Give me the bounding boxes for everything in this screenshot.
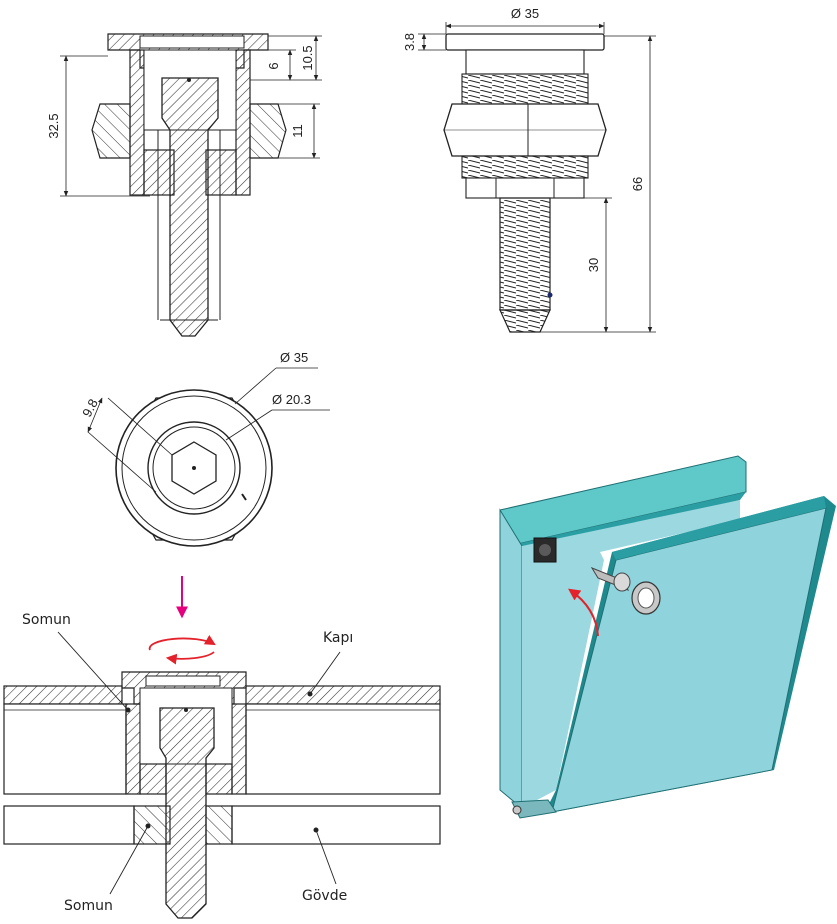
dim-total-length: 66: [630, 177, 645, 191]
panel-3d: [499, 455, 836, 819]
dim-recess-depth: 6: [266, 62, 281, 69]
section-view: [91, 33, 287, 337]
install-view: [3, 671, 441, 919]
top-dimensions: Ø 35 Ø 20.3 9.8: [79, 350, 330, 493]
dim-top-height: 10.5: [300, 45, 315, 70]
curved-arrow-icon: [568, 588, 599, 637]
dim-flange-diameter: Ø 35: [511, 6, 539, 21]
label-nut-bottom: Somun: [64, 898, 113, 914]
top-view: [115, 389, 273, 547]
dim-hex-size: 9.8: [79, 396, 101, 419]
label-nut-top: Somun: [22, 612, 71, 628]
dim-overall-height: 32.5: [46, 113, 61, 138]
dim-thread-length: 30: [586, 258, 601, 272]
install-arrows: [148, 576, 216, 665]
dim-inner-diameter: Ø 20.3: [272, 392, 311, 407]
dim-nut-height: 11: [290, 124, 305, 138]
dim-outer-diameter: Ø 35: [280, 350, 308, 365]
label-door: Kapı: [323, 630, 353, 646]
side-dimensions: Ø 35 3.8 66 30: [402, 6, 656, 333]
dim-flange-thickness: 3.8: [402, 33, 417, 51]
side-view: [443, 33, 607, 333]
rotate-icon: [148, 634, 216, 665]
section-dimensions: 32.5 10.5 6 11: [46, 35, 322, 197]
label-body: Gövde: [302, 888, 347, 904]
install-labels: Somun Kapı Somun Gövde: [22, 612, 353, 914]
